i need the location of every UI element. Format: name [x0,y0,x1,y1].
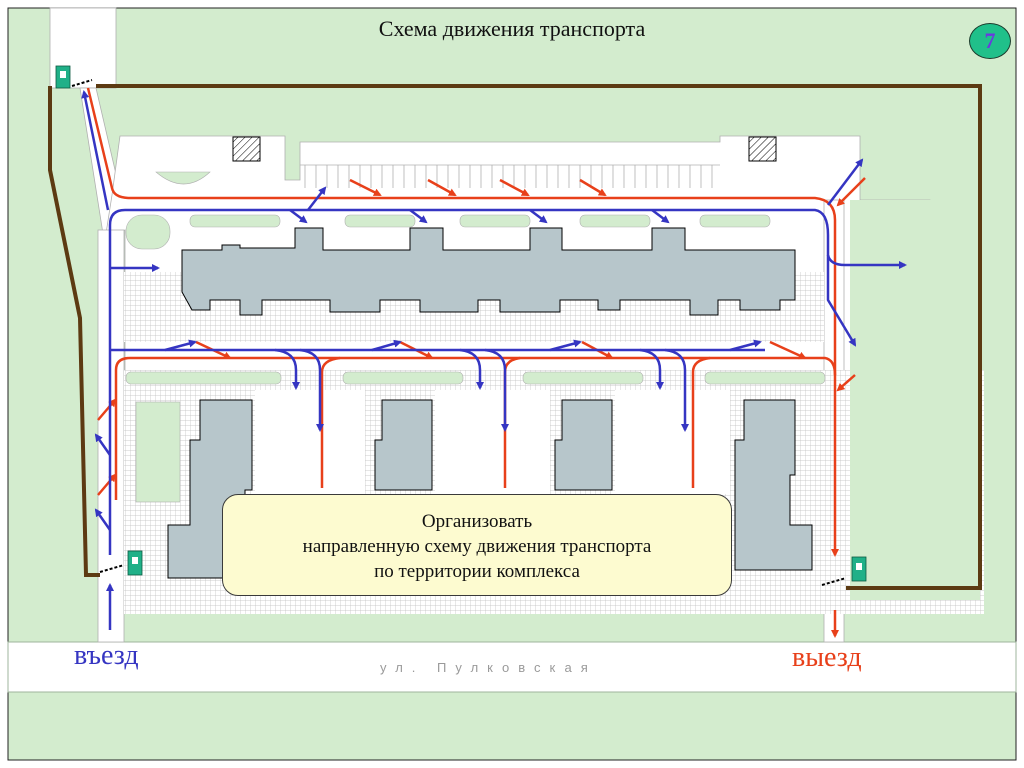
inbound-routes [81,90,907,630]
main-long-building [181,227,796,316]
page-number-badge: 7 [969,23,1011,59]
fence-west [48,86,100,577]
block-2 [374,399,433,491]
outbound-routes [86,87,866,638]
fence-north-east [96,84,982,590]
hatched-structure-east [748,136,777,162]
lawn-north-right [850,200,980,540]
courtyard-driveways [255,390,730,494]
callout-line: направленную схему движения транспорта [302,536,652,557]
lawn-east-right [850,540,980,600]
lawn-islands [125,171,826,385]
callout-line: по территории комплекса [374,561,580,582]
checkpoint-exit [821,556,867,586]
street-label: ул. Пулковская [380,660,597,675]
checkpoint-entry [99,550,143,576]
entry-label: въезд [74,640,139,671]
callout-line: Организовать [421,511,533,532]
lawn-west [135,401,181,503]
recommendation-callout: Организовать направленную схему движения… [222,494,732,596]
street-band [7,641,1017,693]
checkpoint-north-west [55,65,93,89]
block-3 [554,399,613,491]
exit-label: выезд [792,642,862,673]
block-4 [734,399,813,571]
hatched-structure-west [232,136,261,162]
